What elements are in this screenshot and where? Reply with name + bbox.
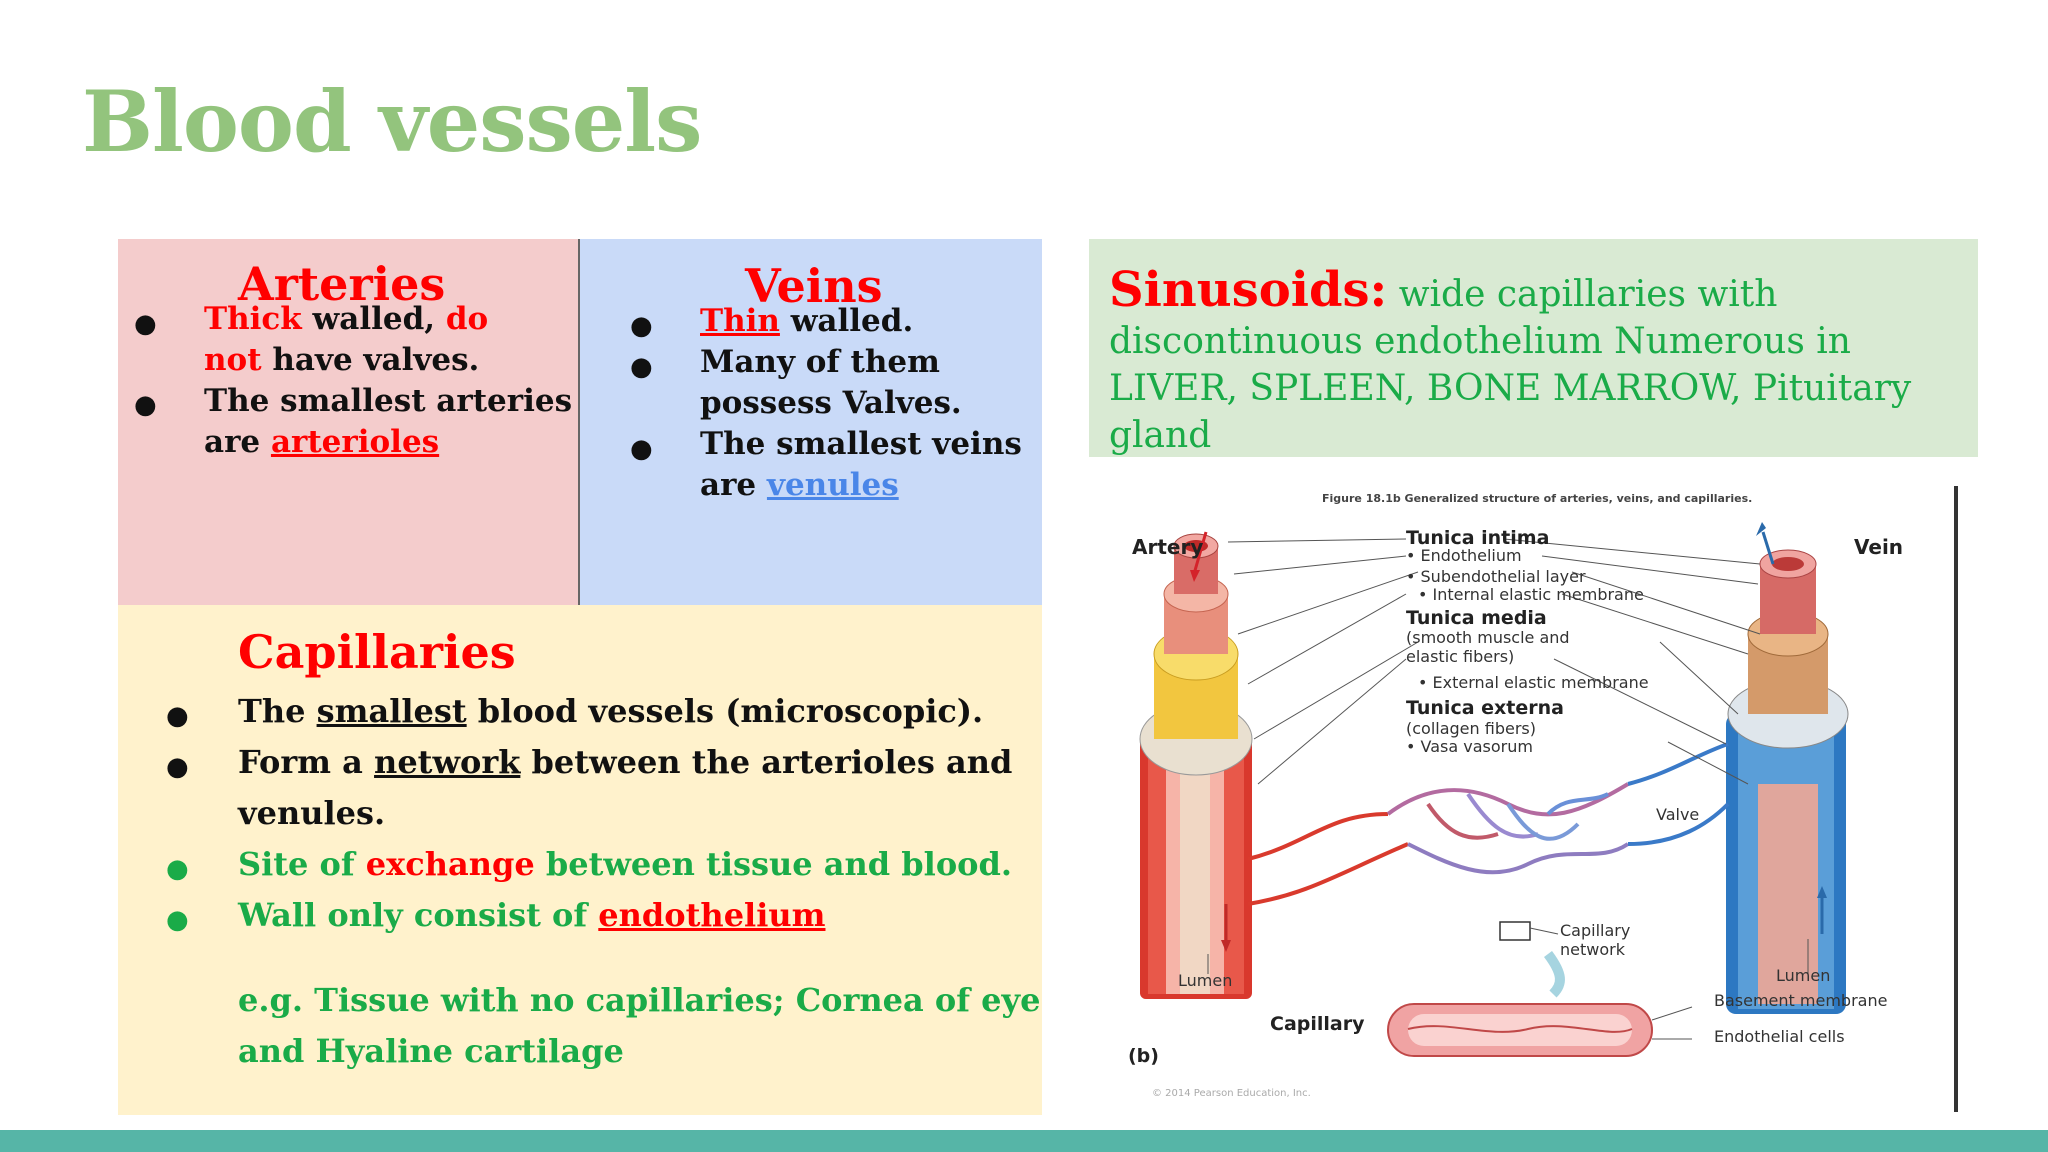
capillary-network-label-2: network — [1560, 940, 1626, 959]
externa-desc: (collagen fibers) — [1406, 719, 1536, 738]
bullet: ● — [166, 701, 189, 731]
capillaries-bullet-3: Site of exchange between tissue and bloo… — [238, 845, 1013, 883]
sinusoids-heading: Sinusoids: — [1109, 262, 1388, 318]
external-elastic-label: • External elastic membrane — [1418, 673, 1649, 692]
arteries-title: Arteries — [238, 257, 446, 311]
capillary-network-illustration — [1247, 742, 1730, 941]
media-desc-1: (smooth muscle and — [1406, 628, 1570, 647]
bottom-accent-bar — [0, 1130, 2048, 1152]
figure-caption: Figure 18.1b Generalized structure of ar… — [1322, 492, 1752, 505]
bullet: ● — [630, 352, 653, 382]
valve-label: Valve — [1656, 805, 1699, 824]
bullet: ● — [166, 905, 189, 935]
endothelial-cells-label: Endothelial cells — [1714, 1027, 1845, 1046]
arteries-bullet-2-line-1: The smallest arteries — [204, 383, 573, 419]
subendothelial-label: • Subendothelial layer — [1406, 567, 1586, 586]
copyright-text: © 2014 Pearson Education, Inc. — [1152, 1088, 1311, 1099]
capillaries-example-line-1: e.g. Tissue with no capillaries; Cornea … — [238, 981, 1041, 1019]
vein-illustration — [1726, 522, 1849, 1014]
veins-bullet-2-line-2: possess Valves. — [700, 385, 962, 421]
veins-title: Veins — [745, 259, 883, 313]
bullet: ● — [134, 390, 157, 420]
capillary-tube-illustration — [1387, 951, 1653, 1057]
endothelium-label: • Endothelium — [1406, 546, 1522, 565]
bullet: ● — [134, 309, 157, 339]
arteries-box: Arteries ● Thick walled, do not have val… — [118, 239, 580, 605]
capillaries-box: Capillaries ● The smallest blood vessels… — [118, 605, 1042, 1115]
vein-label: Vein — [1854, 535, 1903, 559]
lumen-right-label: Lumen — [1776, 966, 1830, 985]
capillaries-bullet-1: The smallest blood vessels (microscopic)… — [238, 692, 984, 730]
capillaries-bullet-2-line-2: venules. — [238, 794, 386, 832]
veins-bullet-3-line-1: The smallest veins — [700, 426, 1022, 462]
arterioles-term: arterioles — [270, 424, 440, 460]
leader-lines — [1207, 538, 1809, 1040]
veins-bullet-2-line-1: Many of them — [700, 344, 940, 380]
artery-illustration — [1139, 531, 1253, 999]
sinusoids-text: Sinusoids: wide capillaries with discont… — [1109, 262, 1912, 456]
basement-membrane-label: Basement membrane — [1714, 991, 1887, 1010]
bullet: ● — [630, 311, 653, 341]
venules-term: venules — [766, 467, 899, 503]
tunica-externa-label: Tunica externa — [1406, 697, 1564, 719]
tunica-intima-label: Tunica intima — [1406, 527, 1549, 549]
veins-box: Veins ● Thin walled. ● Many of them poss… — [580, 239, 1042, 605]
vasa-vasorum-label: • Vasa vasorum — [1406, 737, 1533, 756]
arteries-bullet-1-line-1: Thick walled, do — [204, 301, 489, 337]
bullet: ● — [166, 752, 189, 782]
slide-title: Blood vessels — [82, 72, 702, 171]
capillaries-bullet-2-line-1: Form a network between the arterioles an… — [238, 743, 1013, 781]
internal-elastic-label: • Internal elastic membrane — [1418, 585, 1644, 604]
lumen-left-label: Lumen — [1178, 971, 1232, 990]
capillaries-title: Capillaries — [238, 625, 516, 679]
veins-bullet-3-line-2: are venules — [700, 467, 899, 503]
panel-label: (b) — [1128, 1045, 1159, 1067]
arteries-bullet-1-line-2: not have valves. — [204, 342, 480, 378]
capillary-label: Capillary — [1270, 1013, 1365, 1035]
tunica-media-label: Tunica media — [1406, 607, 1547, 629]
bullet: ● — [630, 434, 653, 464]
capillaries-bullet-4: Wall only consist of endothelium — [238, 896, 826, 934]
artery-label: Artery — [1132, 535, 1203, 559]
veins-bullet-1: Thin walled. — [700, 303, 914, 339]
media-desc-2: elastic fibers) — [1406, 647, 1514, 666]
capillaries-example-line-2: and Hyaline cartilage — [238, 1032, 624, 1070]
blood-vessel-diagram: Figure 18.1b Generalized structure of ar… — [1108, 484, 1960, 1112]
bullet: ● — [166, 854, 189, 884]
arteries-bullet-2-line-2: are arterioles — [204, 424, 440, 460]
sinusoids-box: Sinusoids: wide capillaries with discont… — [1089, 239, 1978, 457]
capillary-network-label-1: Capillary — [1560, 921, 1630, 940]
